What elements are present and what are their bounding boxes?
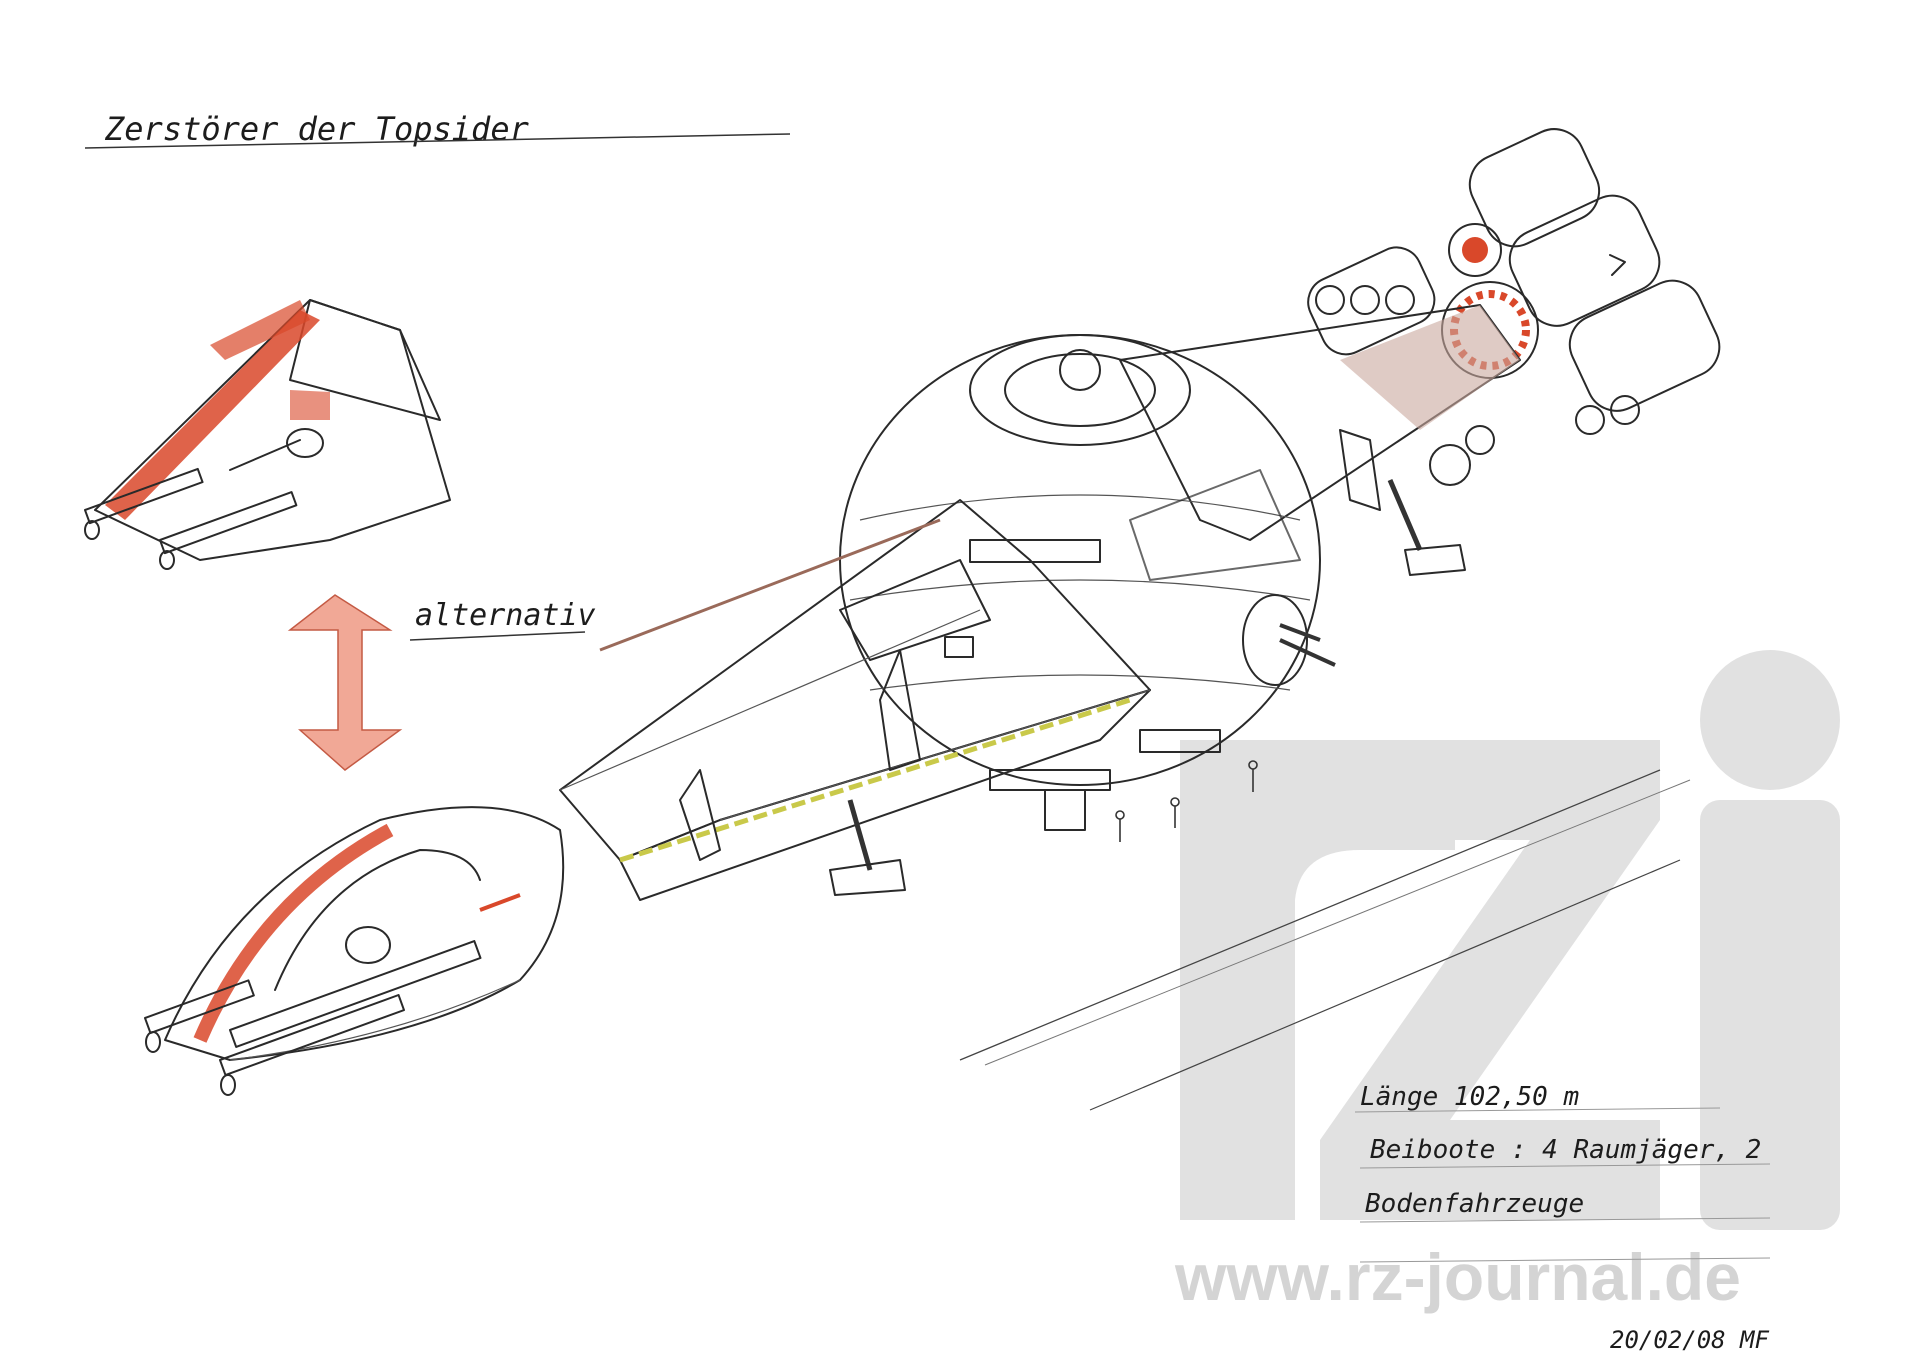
landing-gear (829, 479, 1466, 896)
spec-boats-line2: Bodenfahrzeuge (1365, 1189, 1584, 1219)
spec-length-underline (1354, 1107, 1721, 1113)
alternative-nose-module (84, 299, 451, 570)
cockpit-nose (164, 806, 565, 1061)
watermark-logo (1180, 650, 1840, 1230)
spec-boats2-underline (1359, 1217, 1771, 1223)
spec-boats-line1: Beiboote : 4 Raumjäger, 2 (1370, 1135, 1761, 1165)
alternative-label: alternativ (415, 598, 596, 633)
spaceship-destroyer (143, 128, 1721, 1096)
sketch-title: Zerstörer der Topsider (104, 110, 530, 148)
alternative-arrow-icon (287, 594, 403, 771)
watermark-url: www.rz-journal.de (1174, 1240, 1741, 1314)
ground-lines (959, 769, 1691, 1111)
title-underline (84, 133, 791, 149)
spec-blank-underline (1359, 1257, 1771, 1263)
engine-cluster (1307, 128, 1721, 486)
spec-boats-underline (1359, 1163, 1771, 1169)
alternative-underline (409, 631, 586, 641)
command-sphere (839, 334, 1336, 791)
signature-date: 20/02/08 MF (1610, 1326, 1769, 1354)
spec-length: Länge 102,50 m (1360, 1082, 1579, 1112)
main-guns (143, 940, 482, 1096)
nose-guns (84, 467, 298, 570)
crew-figures (1115, 760, 1258, 842)
